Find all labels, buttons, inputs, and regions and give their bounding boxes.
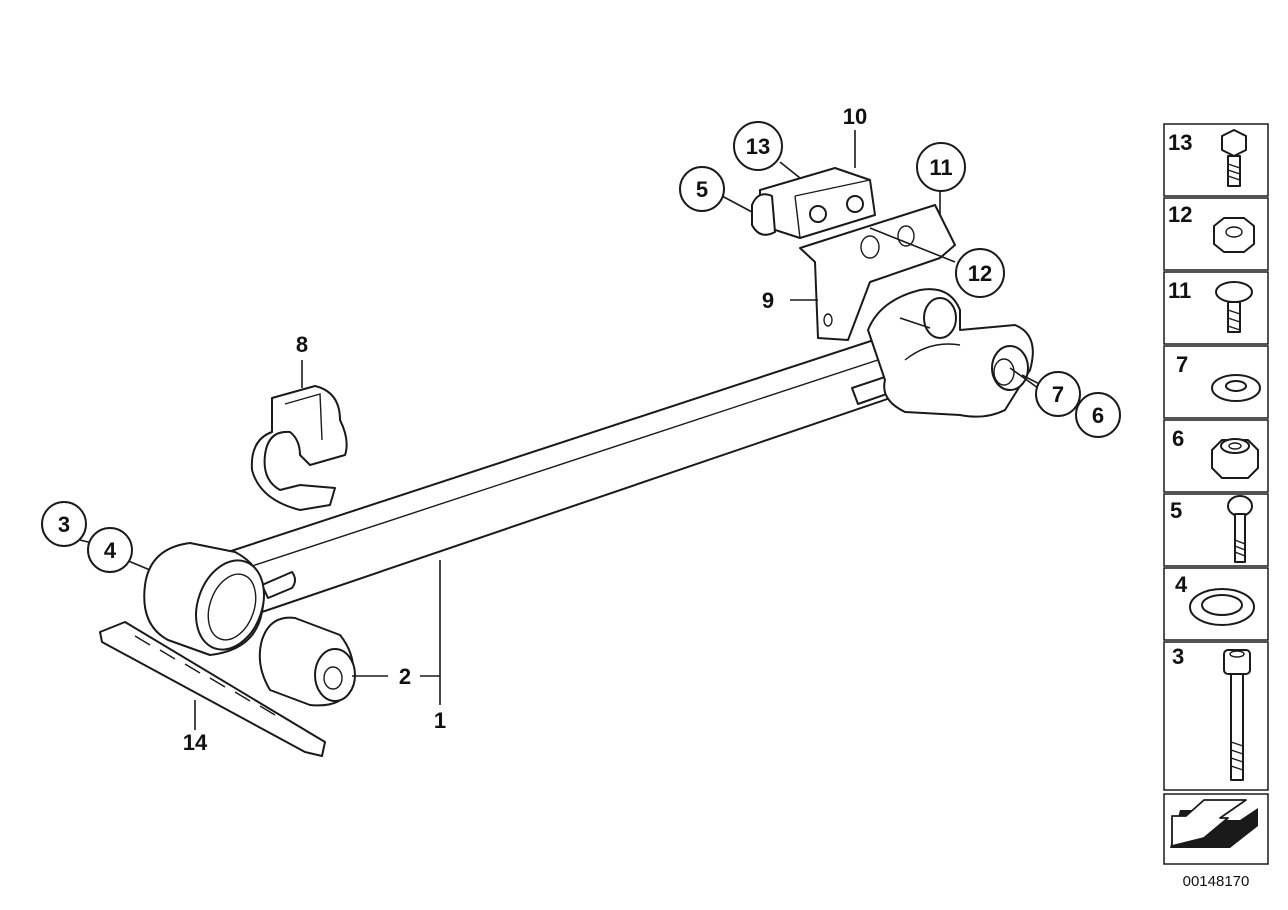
legend-item-4: 4 [1163,567,1269,641]
round-head-bolt-icon [1227,495,1253,563]
legend-item-11-label: 11 [1168,278,1191,303]
callout-5: 5 [679,166,725,212]
callout-5-label: 5 [696,177,708,202]
callout-11: 11 [916,142,966,192]
rubber-mount [143,542,265,656]
hex-bolt-icon [1221,129,1247,187]
callout-6: 6 [1075,392,1121,438]
callout-13-label: 13 [746,134,770,159]
callout-1-label: 1 [434,708,446,733]
bushing [258,616,356,707]
callout-3-label: 3 [58,512,70,537]
callout-8-label: 8 [296,332,308,357]
callout-4: 4 [87,527,133,573]
callout-7: 7 [1035,371,1081,417]
callout-12: 12 [955,248,1005,298]
callout-4-label: 4 [104,538,117,563]
cable-tie [99,621,326,757]
legend-item-5-label: 5 [1170,498,1182,523]
diagram-reference-number: 00148170 [1183,873,1250,890]
direction-arrow-box [1163,793,1269,865]
legend-item-13: 13 [1163,123,1269,197]
callout-14: 14 [183,730,208,755]
mounting-bracket [799,204,956,341]
callout-2-label: 2 [399,664,411,689]
legend-item-11: 11 [1163,271,1269,345]
callout-11-label: 11 [929,155,952,180]
callout-3: 3 [41,501,87,547]
parts-legend: 13 12 11 [1163,123,1269,865]
legend-item-6: 6 [1163,419,1269,493]
callout-12-label: 12 [968,261,992,286]
callout-14-label: 14 [183,730,208,755]
forward-arrow-icon [1170,799,1258,848]
legend-item-7: 7 [1163,345,1269,419]
legend-item-6-label: 6 [1172,426,1184,451]
hex-nut-icon [1213,217,1255,253]
legend-item-4-label: 4 [1175,572,1188,597]
lock-nut-icon [1211,438,1259,479]
callout-1: 1 [434,708,446,733]
callout-9-label: 9 [762,288,774,313]
callout-6-label: 6 [1092,403,1104,428]
callout-9: 9 [762,288,774,313]
callout-10-label: 10 [843,104,867,129]
large-washer-icon [1189,588,1255,626]
legend-item-3: 3 [1163,641,1269,791]
rear-knuckle [867,288,1034,418]
callout-10: 10 [843,104,867,129]
clip [250,385,348,511]
callout-13: 13 [733,121,783,171]
legend-item-12-label: 12 [1168,202,1192,227]
legend-item-7-label: 7 [1176,352,1188,377]
clamp-block [751,167,876,239]
control-arm-tube [227,337,909,613]
pan-head-screw-icon [1215,281,1253,333]
callout-7-label: 7 [1052,382,1064,407]
legend-item-5: 5 [1163,493,1269,567]
callout-8: 8 [296,332,308,357]
leader-lines [79,130,1081,730]
legend-item-12: 12 [1163,197,1269,271]
socket-head-bolt-icon [1223,649,1251,781]
callout-2: 2 [399,664,411,689]
legend-item-13-label: 13 [1168,130,1192,155]
washer-icon [1211,374,1261,402]
legend-item-3-label: 3 [1172,644,1184,669]
